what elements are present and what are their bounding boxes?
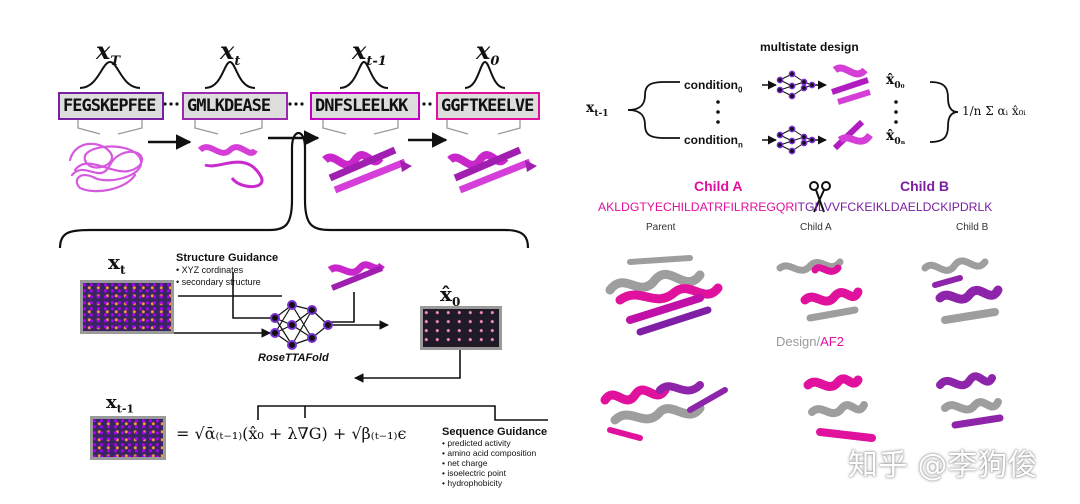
state-symbol: x: [476, 36, 491, 65]
structure-legend: Design/AF2: [776, 334, 844, 349]
child-a-title: Child A: [694, 178, 743, 194]
input-symbol: x: [586, 100, 595, 116]
child-b-structure-aligned: [921, 257, 1003, 324]
multistate-input-label: xt-1: [586, 100, 609, 119]
x0-hat-label: x̂0: [440, 282, 460, 309]
structure-guidance-item: secondary structure: [176, 276, 278, 288]
column-label-child-b: Child B: [956, 222, 989, 233]
input-subscript: t-1: [594, 108, 609, 119]
state-label-xt: xt: [220, 36, 240, 69]
state-symbol: x: [220, 36, 235, 65]
folded-structure-x0: [447, 146, 537, 194]
state-symbol: x: [96, 36, 111, 65]
guidance-structure: [327, 261, 385, 291]
output-0-subscript: 0₀: [894, 80, 905, 91]
sequence-guidance: Sequence Guidance predicted activity ami…: [442, 426, 547, 488]
structure-guidance-title: Structure Guidance: [176, 252, 279, 264]
output-0-label: x̂0₀: [886, 72, 905, 91]
xt-subscript: t: [119, 263, 126, 277]
denoising-step-arrows: [148, 130, 448, 150]
output-n-symbol: x̂: [886, 128, 895, 144]
state-label-x0: x0: [476, 36, 499, 69]
xt-1-symbol: x: [106, 392, 117, 413]
x0-hat-symbol: x̂: [440, 282, 452, 306]
output-n-label: x̂0ₙ: [886, 128, 905, 147]
vertical-dots: [716, 100, 898, 124]
multistate-brace: [627, 81, 959, 143]
sequence-box-x0: GGFTKEELVE: [436, 92, 540, 120]
output-0-symbol: x̂: [886, 72, 895, 88]
rosettafold-network-icon: [270, 300, 333, 350]
multistate-network-icons: [776, 70, 816, 155]
partial-helix-structure: [197, 144, 264, 189]
noise-distribution-curves: [79, 60, 506, 89]
column-label-parent: Parent: [646, 222, 676, 233]
parent-structure-design: [600, 381, 728, 441]
scissors-icon: [809, 181, 831, 213]
state-label-xt-1: xt-1: [352, 36, 387, 69]
sequence-guidance-item: predicted activity: [442, 438, 547, 448]
sequence-to-structure-brackets: [77, 120, 521, 135]
child-b-structure-design: [936, 372, 1004, 429]
sequence-guidance-item: isoelectric point: [442, 468, 547, 478]
condition-n-subscript: n: [738, 140, 743, 150]
sequence-segment-a: AKLDGTYECHILDATRFILRREGQRI: [598, 200, 798, 214]
condition-0-label: condition0: [684, 78, 742, 94]
xt-1-subscript: t-1: [116, 402, 135, 416]
child-a-structure-design: [803, 374, 876, 442]
child-b-title: Child B: [900, 178, 949, 194]
noise-image-xt: [80, 280, 174, 334]
structure-guidance-item: XYZ cordinates: [176, 264, 278, 276]
child-a-structure-aligned: [776, 258, 863, 322]
state-subscript: T: [110, 53, 120, 69]
condition-0-text: condition: [684, 78, 738, 92]
parent-sequence: AKLDGTYECHILDATRFILRREGQRITGILVVFCKEIKLD…: [598, 200, 992, 214]
ellipsis-dots: [163, 102, 432, 106]
folded-structure-t-minus-1: [322, 146, 412, 194]
condition-n-label: conditionn: [684, 133, 743, 149]
parent-structure-aligned: [605, 255, 723, 336]
state-subscript: t: [234, 53, 241, 69]
legend-separator: /: [816, 334, 821, 349]
xt-label: xt: [108, 250, 125, 277]
sequence-box-xt-1: DNFSLEELKK: [310, 92, 420, 120]
condition-0-subscript: 0: [738, 85, 743, 95]
random-coil-structure: [68, 142, 144, 193]
sequence-segment-b: TGILVVFCKEIKLDAELDCKIPDRLK: [797, 200, 993, 214]
network-label: RoseTTAFold: [258, 352, 329, 364]
sequence-guidance-item: amino acid composition: [442, 448, 547, 458]
noise-image-xt-1: [90, 416, 166, 460]
xt-1-label: xt-1: [106, 392, 134, 416]
state-subscript: t-1: [366, 53, 387, 69]
averaging-formula: 1/n Σ αᵢ x̂₀ᵢ: [962, 104, 1026, 118]
condition-n-text: condition: [684, 133, 738, 147]
watermark: 知乎 @李狗俊: [848, 448, 1038, 483]
legend-design: Design: [776, 334, 817, 349]
structure-guidance: Structure Guidance XYZ cordinates second…: [176, 252, 278, 288]
legend-af2: AF2: [820, 334, 844, 349]
sequence-guidance-item: hydrophobicity: [442, 478, 547, 488]
x0-hat-subscript: 0: [451, 295, 461, 309]
state-subscript: 0: [490, 53, 500, 69]
sequence-box-xT: FEGSKEPFEE: [58, 92, 164, 120]
xt-symbol: x: [108, 250, 120, 274]
state-label-xT: xT: [96, 36, 120, 69]
update-equation: = √ᾱ₍ₜ₋₁₎(x̂₀ + λ∇G) + √β₍ₜ₋₁₎ϵ: [176, 424, 407, 443]
multistate-structures: [831, 64, 873, 151]
predicted-x0-image: [420, 306, 502, 350]
sequence-guidance-title: Sequence Guidance: [442, 426, 548, 438]
zoom-brace: [58, 131, 530, 249]
column-label-child-a: Child A: [800, 222, 832, 233]
multistate-arrows: [762, 80, 827, 145]
sequence-guidance-item: net charge: [442, 458, 547, 468]
multistate-title: multistate design: [760, 40, 859, 54]
sequence-box-xt: GMLKDEASE: [182, 92, 288, 120]
state-symbol: x: [352, 36, 367, 65]
output-n-subscript: 0ₙ: [894, 136, 906, 147]
